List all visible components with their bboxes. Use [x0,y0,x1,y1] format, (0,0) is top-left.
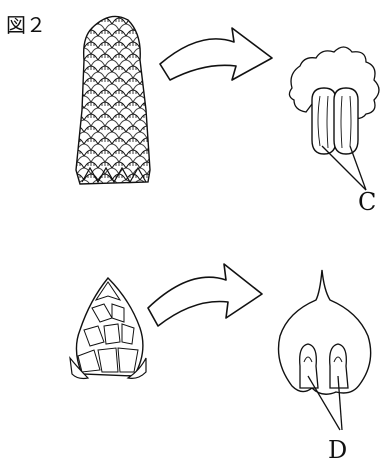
arrow-bottom [148,264,262,326]
label-d: D [328,436,347,464]
male-scale-detail [289,47,379,154]
label-c: C [358,188,376,216]
female-scale-detail [279,270,371,394]
figure-title: 図２ [6,13,46,37]
female-cone [70,278,146,379]
male-cone [76,16,150,184]
arrow-top [160,28,272,80]
